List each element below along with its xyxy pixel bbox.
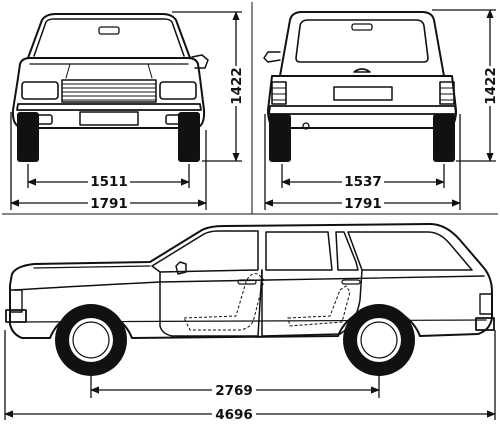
rear-left-tire (269, 114, 291, 162)
front-width-label: 1791 (90, 196, 128, 212)
rear-height-dimension (432, 9, 497, 162)
rear-width-label: 1791 (344, 196, 382, 212)
rear-wheel (343, 304, 415, 376)
front-height-label: 1422 (229, 67, 245, 105)
rear-height-label: 1422 (483, 67, 499, 105)
front-height-dimension (172, 11, 243, 162)
rear-track-dimension (281, 164, 445, 188)
wheelbase-dimension (90, 376, 380, 398)
rear-view (263, 11, 457, 162)
front-left-tire (17, 112, 39, 162)
front-width-dimension (10, 112, 207, 210)
length-label: 4696 (215, 407, 253, 423)
front-track-dimension (27, 164, 190, 188)
front-track-label: 1511 (90, 174, 128, 190)
front-wheel (55, 304, 127, 376)
side-view (5, 223, 495, 376)
front-right-tire (178, 112, 200, 162)
rear-track-label: 1537 (344, 174, 382, 190)
length-dimension (4, 330, 496, 421)
rear-right-tire (433, 114, 455, 162)
wheelbase-label: 2769 (215, 383, 253, 399)
rear-width-dimension (264, 114, 461, 210)
front-view (11, 13, 209, 162)
